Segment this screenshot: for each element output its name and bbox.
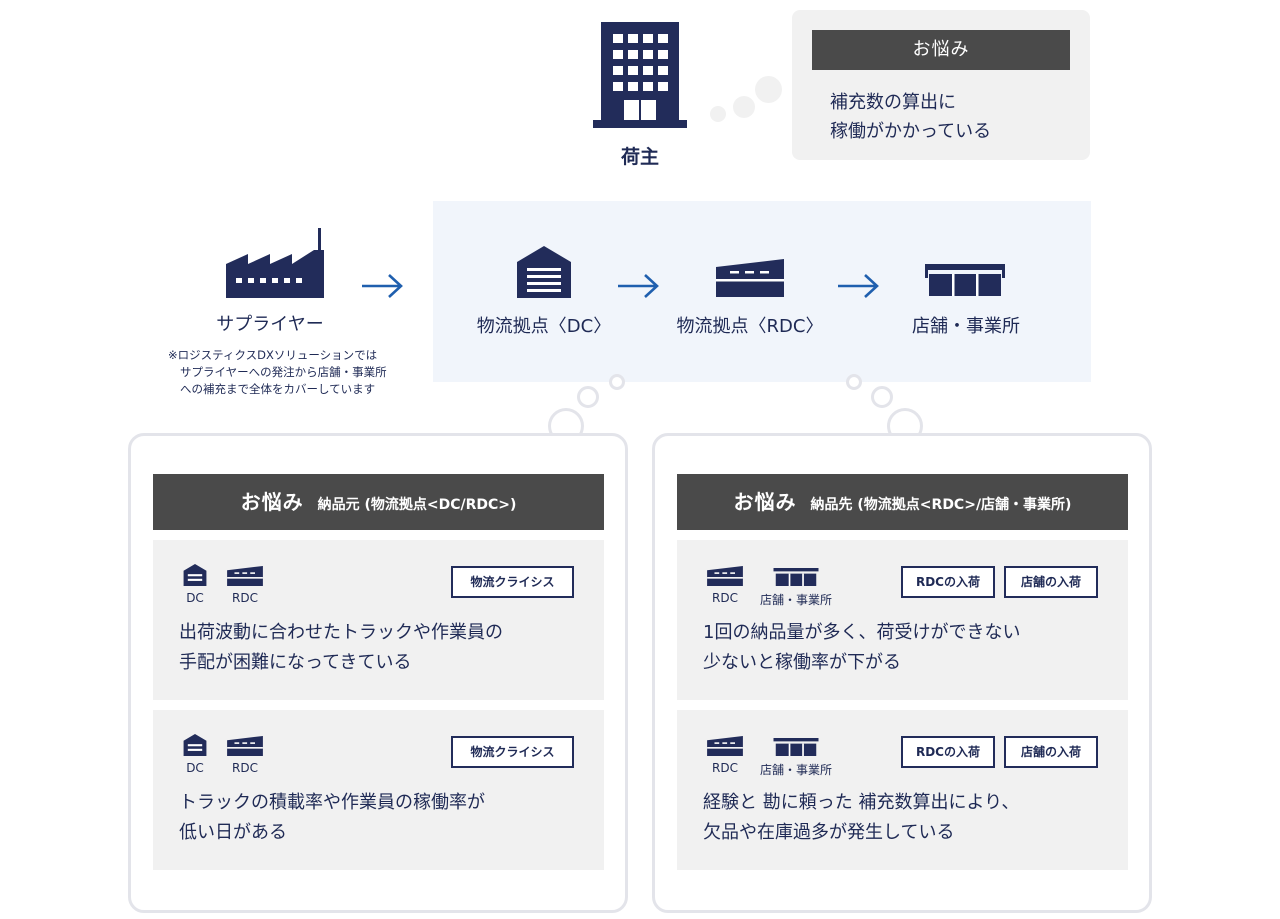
flow-scope-panel: 物流拠点〈DC〉 物流拠点〈RDC〉 店舗・事業所	[433, 201, 1091, 382]
right-worry-header: お悩み納品先 (物流拠点<RDC>/店舗・事業所)	[677, 474, 1128, 530]
rdc-receiving-tag: RDCの入荷	[901, 566, 995, 598]
rdc-label: 物流拠点〈RDC〉	[676, 316, 824, 337]
supplier-factory-icon	[226, 228, 324, 298]
card-text: トラックの積載率や作業員の稼働率が 低い日がある	[179, 792, 485, 843]
logistics-crisis-tag: 物流クライシス	[451, 736, 574, 768]
top-worry-panel: お悩み 補充数の算出に 稼働がかかっている	[792, 10, 1090, 160]
store-icon	[773, 568, 819, 586]
rdc-warehouse-icon	[227, 736, 263, 756]
rdc-mini-label: RDC	[232, 761, 258, 775]
supplier-label: サプライヤー	[216, 314, 324, 335]
logistics-crisis-tag: 物流クライシス	[451, 566, 574, 598]
rdc-warehouse-icon	[707, 566, 743, 586]
store-icon	[773, 738, 819, 756]
top-worry-title: お悩み	[812, 30, 1070, 70]
card-text: 1回の納品量が多く、荷受けができない 少ないと稼働率が下がる	[703, 622, 1021, 673]
dc-label: 物流拠点〈DC〉	[476, 316, 612, 337]
right-card-1: RDC 店舗・事業所 RDCの入荷 店舗の入荷 1回の納品量が多く、荷受けができ…	[677, 540, 1128, 700]
thought-dot	[755, 76, 782, 103]
arrow-right-icon	[362, 274, 403, 298]
rdc-warehouse-icon	[707, 736, 743, 756]
rdc-warehouse-icon	[716, 259, 784, 297]
store-mini-label: 店舗・事業所	[759, 593, 832, 607]
card-text: 経験と 勘に頼った 補充数算出により、 欠品や在庫過多が発生している	[703, 792, 1020, 843]
arrow-right-icon	[618, 274, 659, 298]
dc-mini-label: DC	[186, 591, 204, 605]
dc-warehouse-icon	[517, 246, 571, 298]
left-card-2: DC RDC 物流クライシス トラックの積載率や作業員の稼働率が 低い日がある	[153, 710, 604, 870]
rdc-warehouse-icon	[227, 566, 263, 586]
rdc-receiving-tag: RDCの入荷	[901, 736, 995, 768]
store-mini-label: 店舗・事業所	[759, 763, 832, 777]
store-receiving-tag: 店舗の入荷	[1004, 736, 1098, 768]
store-icon	[925, 264, 1005, 296]
right-card-2: RDC 店舗・事業所 RDCの入荷 店舗の入荷 経験と 勘に頼った 補充数算出に…	[677, 710, 1128, 870]
left-card-1: DC RDC 物流クライシス 出荷波動に合わせたトラックや作業員の 手配が困難に…	[153, 540, 604, 700]
arrow-right-icon	[838, 274, 879, 298]
dc-warehouse-icon	[183, 734, 207, 756]
thought-dot	[733, 96, 755, 118]
rdc-mini-label: RDC	[712, 761, 738, 775]
store-receiving-tag: 店舗の入荷	[1004, 566, 1098, 598]
owner-label: 荷主	[620, 146, 659, 168]
right-worry-bubble: お悩み納品先 (物流拠点<RDC>/店舗・事業所) RDC 店舗・事業所 RDC…	[652, 433, 1152, 913]
coverage-note: ※ロジスティクスDXソリューションでは サプライヤーへの発注から店舗・事業所 へ…	[168, 348, 387, 396]
store-label: 店舗・事業所	[912, 316, 1020, 337]
rdc-mini-label: RDC	[712, 591, 738, 605]
thought-dot	[710, 106, 726, 122]
left-worry-header: お悩み納品元 (物流拠点<DC/RDC>)	[153, 474, 604, 530]
thought-ring	[609, 374, 625, 390]
top-worry-text: 補充数の算出に 稼働がかかっている	[830, 92, 992, 142]
card-text: 出荷波動に合わせたトラックや作業員の 手配が困難になってきている	[179, 622, 503, 673]
owner-building-icon	[593, 22, 687, 128]
dc-warehouse-icon	[183, 564, 207, 586]
thought-ring	[871, 386, 893, 408]
thought-ring	[846, 374, 862, 390]
rdc-mini-label: RDC	[232, 591, 258, 605]
dc-mini-label: DC	[186, 761, 204, 775]
thought-ring	[577, 386, 599, 408]
left-worry-bubble: お悩み納品元 (物流拠点<DC/RDC>) DC RDC 物流クライシス 出荷波…	[128, 433, 628, 913]
